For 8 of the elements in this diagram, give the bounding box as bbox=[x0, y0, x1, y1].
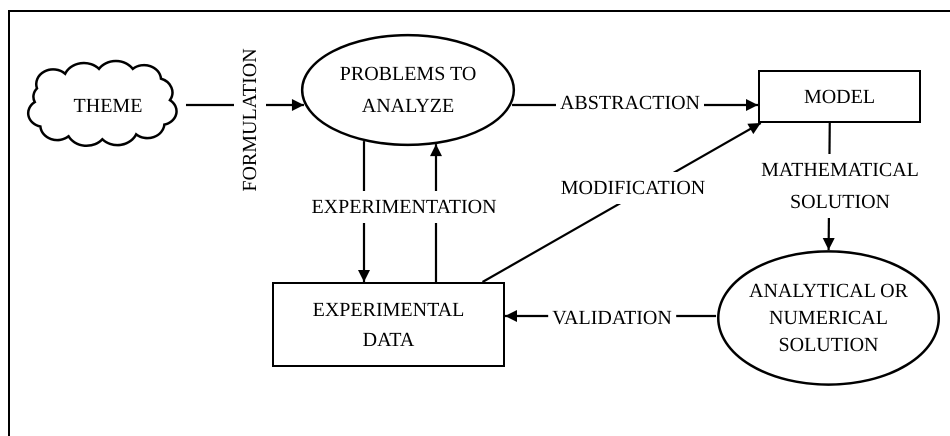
node-text: ANALYTICAL OR NUMERICAL SOLUTION bbox=[748, 278, 909, 358]
ellipse-node bbox=[300, 34, 516, 146]
process-box bbox=[758, 70, 921, 123]
node-text: MODEL bbox=[802, 84, 876, 108]
node-text: EXPERIMENTAL DATA bbox=[312, 298, 466, 352]
ellipse-node bbox=[716, 250, 941, 386]
process-box bbox=[272, 282, 505, 367]
node-text: PROBLEMS TO ANALYZE bbox=[338, 62, 478, 119]
